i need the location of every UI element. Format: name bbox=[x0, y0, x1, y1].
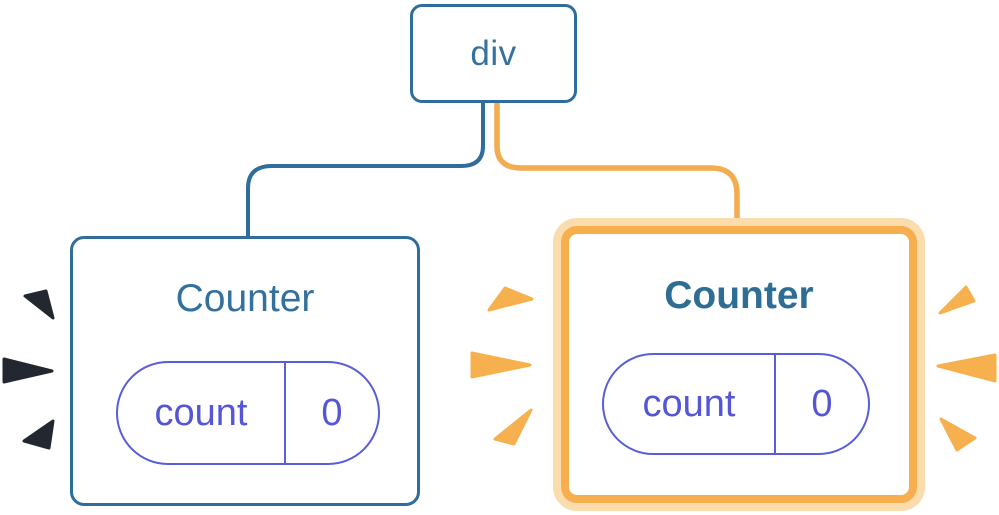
counter-title: Counter bbox=[175, 277, 315, 320]
root-node-label: div bbox=[470, 33, 517, 73]
sparkle-burst-right-icon bbox=[936, 285, 997, 452]
state-pill: count 0 bbox=[602, 353, 870, 455]
edge-root-to-right-counter bbox=[494, 100, 740, 222]
counter-card-right-highlighted: Counter count 0 bbox=[561, 226, 917, 503]
state-pill: count 0 bbox=[116, 361, 380, 465]
state-value: 0 bbox=[284, 363, 378, 463]
state-key-label: count bbox=[642, 382, 736, 425]
state-key-label: count bbox=[154, 391, 248, 434]
counter-card-left: Counter count 0 bbox=[70, 236, 420, 506]
state-value: 0 bbox=[774, 355, 868, 453]
edge-root-to-left-counter bbox=[246, 102, 485, 240]
root-node-div: div bbox=[410, 4, 577, 103]
sparkle-burst-middle-icon bbox=[470, 286, 534, 446]
counter-title: Counter bbox=[664, 274, 814, 317]
sparkle-burst-left-icon bbox=[2, 289, 55, 450]
